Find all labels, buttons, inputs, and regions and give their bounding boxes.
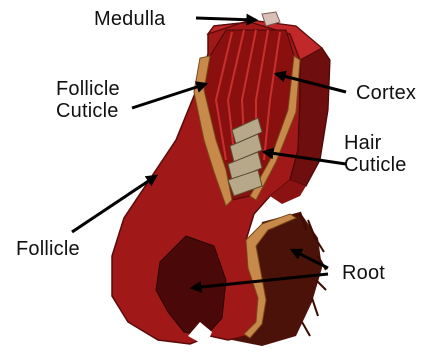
- label-root: Root: [342, 262, 385, 284]
- label-hair-cuticle: Hair Cuticle: [344, 132, 407, 176]
- label-cortex: Cortex: [356, 82, 416, 104]
- label-follicle: Follicle: [16, 238, 80, 260]
- label-hair-cuticle-line2: Cuticle: [344, 154, 407, 176]
- label-follicle-cuticle-line1: Follicle: [56, 78, 120, 100]
- arrow-medulla: [196, 18, 256, 20]
- label-follicle-cuticle-line2: Cuticle: [56, 100, 120, 122]
- label-hair-cuticle-line1: Hair: [344, 132, 407, 154]
- label-medulla: Medulla: [94, 8, 165, 30]
- label-follicle-cuticle: Follicle Cuticle: [56, 78, 120, 122]
- hair-cuticle-scales: [228, 118, 262, 196]
